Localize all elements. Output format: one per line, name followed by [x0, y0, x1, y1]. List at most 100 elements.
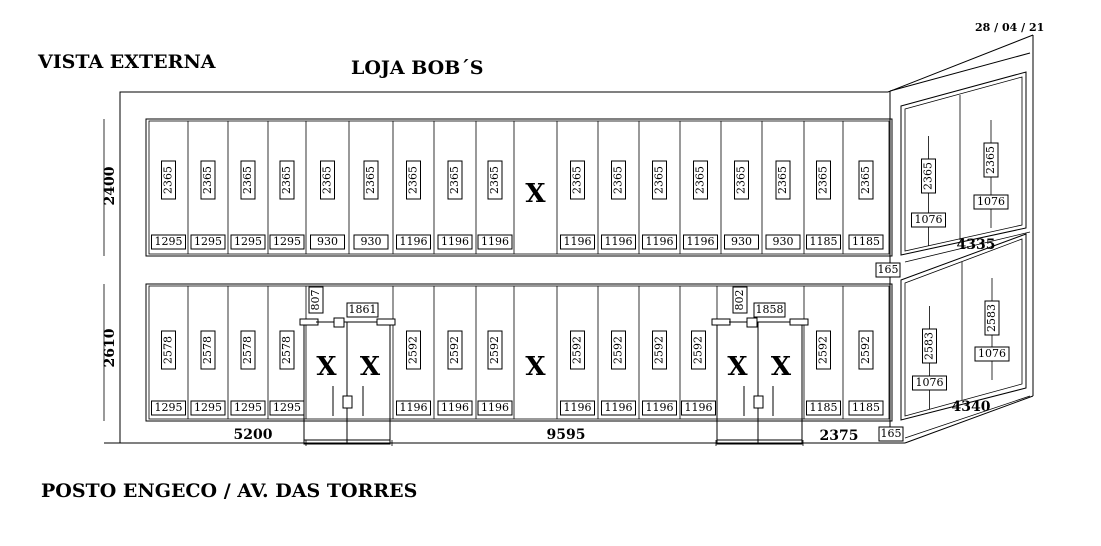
location-title: POSTO ENGECO / AV. DAS TORRES	[41, 480, 417, 502]
panel-height-label: 2365	[817, 166, 830, 194]
panel-width-label: 1295	[234, 235, 262, 248]
blocked-panel-mark: X	[316, 352, 337, 382]
panel-height-label: 2365	[922, 162, 935, 190]
width-left-dimension: 5200	[234, 427, 273, 443]
store-title: LOJA BOB´S	[351, 57, 484, 79]
panel-width-label: 930	[773, 235, 794, 248]
panel-height-label: 2365	[241, 166, 254, 194]
panel-width-label: 1185	[852, 235, 880, 248]
side-top-width-dimension: 4335	[957, 237, 996, 253]
height-bottom-dimension: 2610	[102, 328, 118, 367]
view-title: VISTA EXTERNA	[37, 51, 216, 73]
panel-height-label: 2592	[488, 336, 501, 364]
top-panel: 2365 1295	[190, 160, 226, 250]
panel-width-label: 1076	[915, 213, 943, 226]
panel-width-label: 1196	[646, 235, 674, 248]
panel-height-label: 2365	[201, 166, 214, 194]
panel-height-label: 2578	[241, 336, 254, 364]
panel-height-label: 2578	[280, 336, 293, 364]
bottom-panel: X	[525, 352, 546, 382]
panel-width-label: 1076	[977, 195, 1005, 208]
door-right: 802 1858	[711, 286, 809, 445]
panel-height-label: 2365	[984, 146, 997, 174]
panel-width-label: 1295	[155, 235, 183, 248]
top-panel: 2365 1185	[848, 160, 884, 250]
panel-height-label: 2592	[448, 336, 461, 364]
panel-height-label: 2365	[735, 166, 748, 194]
top-panel: 2365 1295	[269, 160, 305, 250]
side-panel: 2365 1076	[973, 120, 1009, 228]
panel-width-label: 1196	[564, 235, 592, 248]
blocked-panel-mark: X	[525, 179, 546, 209]
panel-width-label: 1196	[564, 401, 592, 414]
bottom-panel: X	[771, 352, 792, 382]
panel-height-label: 2365	[280, 166, 293, 194]
side-top-glass: 2365 1076 2365 1076	[911, 95, 1009, 246]
side-panel: 2583 1076	[974, 278, 1010, 380]
panel-width-label: 1185	[810, 401, 838, 414]
top-band-frame	[145, 118, 893, 257]
panel-height-label: 2592	[407, 336, 420, 364]
bottom-panel: X	[727, 352, 748, 382]
panel-height-label: 2365	[448, 166, 461, 194]
bottom-band-frame	[145, 283, 893, 422]
panel-height-label: 2365	[488, 166, 501, 194]
panel-width-label: 1295	[273, 235, 301, 248]
panel-height-label: 2592	[859, 336, 872, 364]
panel-height-label: 2578	[201, 336, 214, 364]
date-label: 28 / 04 / 21	[975, 21, 1044, 34]
bottom-panel: 2592 1196	[477, 330, 513, 416]
door-right-width-label: 1858	[756, 303, 784, 316]
width-right-dimension: 2375	[820, 428, 859, 444]
panel-height-label: 2592	[692, 336, 705, 364]
panel-width-label: 930	[731, 235, 752, 248]
panel-width-label: 1196	[400, 235, 428, 248]
panel-height-label: 2592	[817, 336, 830, 364]
panel-width-label: 1196	[481, 235, 509, 248]
panel-height-label: 2365	[776, 166, 789, 194]
panel-height-label: 2592	[612, 336, 625, 364]
panel-height-label: 2578	[162, 336, 175, 364]
panel-width-label: 930	[317, 235, 338, 248]
panel-height-label: 2592	[653, 336, 666, 364]
panel-height-label: 2365	[859, 166, 872, 194]
panel-width-label: 930	[361, 235, 382, 248]
panel-height-label: 2583	[923, 332, 936, 360]
door-right-height-label: 802	[733, 290, 746, 311]
side-bottom-width-dimension: 4340	[952, 399, 991, 415]
gap-top-label: 165	[878, 263, 899, 276]
side-section-frames	[900, 71, 1027, 421]
panel-width-label: 1076	[978, 347, 1006, 360]
panel-height-label: 2583	[985, 304, 998, 332]
blocked-panel-mark: X	[525, 352, 546, 382]
bottom-panel: 2592 1185	[806, 330, 841, 416]
width-mid-dimension: 9595	[547, 427, 586, 443]
height-top-dimension: 2400	[102, 166, 118, 205]
panel-width-label: 1196	[687, 235, 715, 248]
panel-width-label: 1196	[481, 401, 509, 414]
door-left: 807 1861	[299, 286, 396, 445]
panel-width-label: 1295	[155, 401, 183, 414]
panel-width-label: 1196	[441, 401, 469, 414]
top-panel: 2365 930	[724, 160, 759, 250]
panel-height-label: 2365	[321, 166, 334, 194]
panel-width-label: 1295	[194, 235, 222, 248]
blocked-panel-mark: X	[360, 352, 381, 382]
panel-width-label: 1196	[685, 401, 713, 414]
